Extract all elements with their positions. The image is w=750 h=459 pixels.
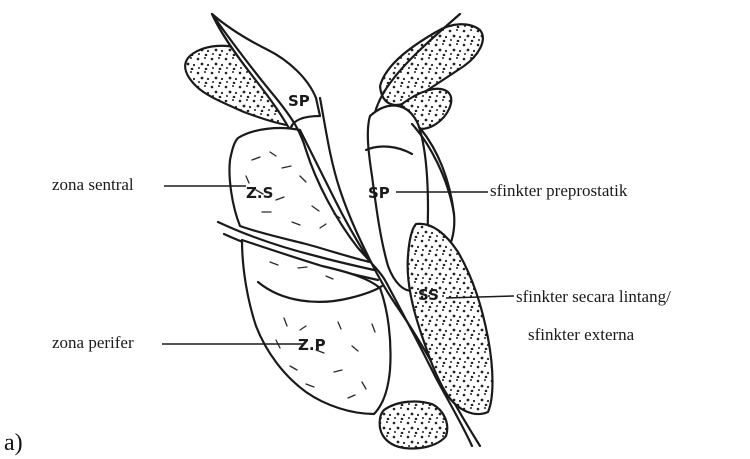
annotation-sfinkter-secara-line1: sfinkter secara lintang/ bbox=[516, 287, 671, 306]
annotation-zona-perifer: zona perifer bbox=[52, 333, 134, 352]
external-sphincter-region bbox=[408, 224, 493, 414]
label-ss: SS bbox=[418, 286, 439, 304]
label-zp: Z.P bbox=[298, 336, 326, 354]
annotation-sfinkter-secara-line2: sfinkter externa bbox=[528, 325, 635, 344]
zona-perifer-region bbox=[242, 240, 391, 414]
annotation-zona-sentral: zona sentral bbox=[52, 175, 134, 194]
label-sp-upper: SP bbox=[288, 92, 310, 110]
annotation-sfinkter-preprostatik: sfinkter preprostatik bbox=[490, 181, 628, 200]
stippled-muscle-bottom bbox=[380, 402, 448, 449]
label-sp-mid: SP bbox=[368, 184, 390, 202]
panel-label: a) bbox=[4, 430, 23, 456]
label-zs: Z.S bbox=[246, 184, 273, 202]
